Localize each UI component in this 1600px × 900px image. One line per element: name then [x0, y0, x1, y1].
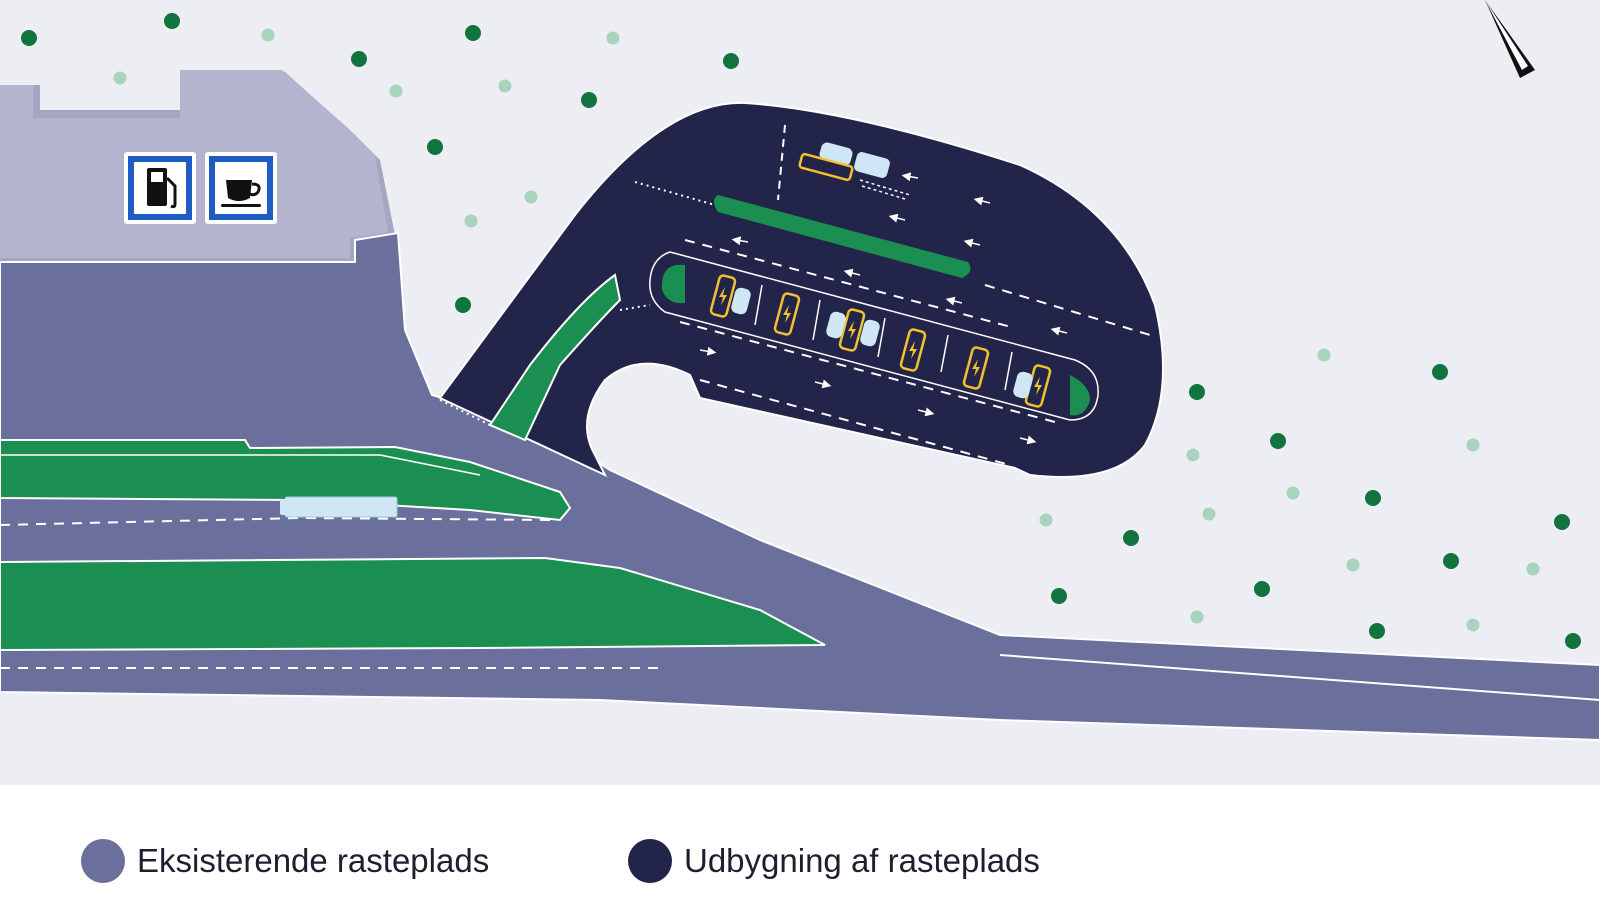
- tree: [1202, 507, 1216, 521]
- lightning-bolt-icon: [972, 359, 980, 377]
- tree: [524, 190, 538, 204]
- tree: [1432, 364, 1448, 380]
- charging-spot: [773, 292, 801, 336]
- lightning-bolt-icon: [848, 321, 856, 339]
- tree: [164, 13, 180, 29]
- coffee-cup-icon: [221, 180, 261, 207]
- fuel-pump-icon: [147, 168, 177, 209]
- tree: [1365, 490, 1381, 506]
- tree: [723, 53, 739, 69]
- tree: [1565, 633, 1581, 649]
- lightning-bolt-icon: [1034, 377, 1042, 395]
- lightning-bolt-icon: [719, 287, 727, 305]
- map-canvas: [0, 0, 1600, 742]
- charging-stations: [709, 274, 1052, 408]
- tree: [1466, 618, 1480, 632]
- parked-cars: [731, 287, 1033, 399]
- tree: [1189, 384, 1205, 400]
- legend: [0, 785, 1600, 900]
- tree: [498, 79, 512, 93]
- site-map: [0, 0, 1600, 785]
- tree: [389, 84, 403, 98]
- tree: [1369, 623, 1385, 639]
- vehicle-with-trailer: [798, 142, 911, 200]
- charging-spot: [899, 328, 927, 372]
- legend-label-expansion: Udbygning af rasteplads: [684, 842, 1040, 879]
- tree: [1186, 448, 1200, 462]
- tree: [351, 51, 367, 67]
- legend-swatch-existing: [81, 839, 125, 883]
- tree: [465, 25, 481, 41]
- tree: [1346, 558, 1360, 572]
- charging-spot: [962, 346, 990, 390]
- tree: [21, 30, 37, 46]
- tree: [1051, 588, 1067, 604]
- tree: [261, 28, 275, 42]
- existing-rest-area: [0, 231, 1600, 742]
- tree: [1317, 348, 1331, 362]
- north-arrow-icon: [1485, 0, 1535, 78]
- legend-item-expansion: Udbygning af rasteplads: [628, 838, 1040, 884]
- legend-label-existing: Eksisterende rasteplads: [137, 842, 490, 879]
- charging-spot: [709, 274, 737, 318]
- service-building: [0, 70, 395, 262]
- tree: [455, 297, 471, 313]
- tree: [1443, 553, 1459, 569]
- tree: [1190, 610, 1204, 624]
- truck: [280, 496, 398, 518]
- tree: [606, 31, 620, 45]
- tree: [113, 71, 127, 85]
- fuel-sign[interactable]: [124, 152, 196, 224]
- tree: [1526, 562, 1540, 576]
- tree: [1286, 486, 1300, 500]
- direction-arrows: [699, 172, 1068, 445]
- lightning-bolt-icon: [783, 305, 791, 323]
- legend-item-existing: Eksisterende rasteplads: [81, 838, 489, 884]
- charging-spot: [838, 308, 866, 352]
- tree: [1039, 513, 1053, 527]
- cafe-sign[interactable]: [205, 152, 277, 224]
- expansion-area: [438, 101, 1164, 478]
- lightning-bolt-icon: [909, 341, 917, 359]
- tree: [1554, 514, 1570, 530]
- tree: [1270, 433, 1286, 449]
- tree: [1123, 530, 1139, 546]
- tree: [581, 92, 597, 108]
- tree: [1466, 438, 1480, 452]
- tree: [464, 214, 478, 228]
- tree: [427, 139, 443, 155]
- legend-swatch-expansion: [628, 839, 672, 883]
- trees: [21, 13, 1581, 649]
- tree: [1254, 581, 1270, 597]
